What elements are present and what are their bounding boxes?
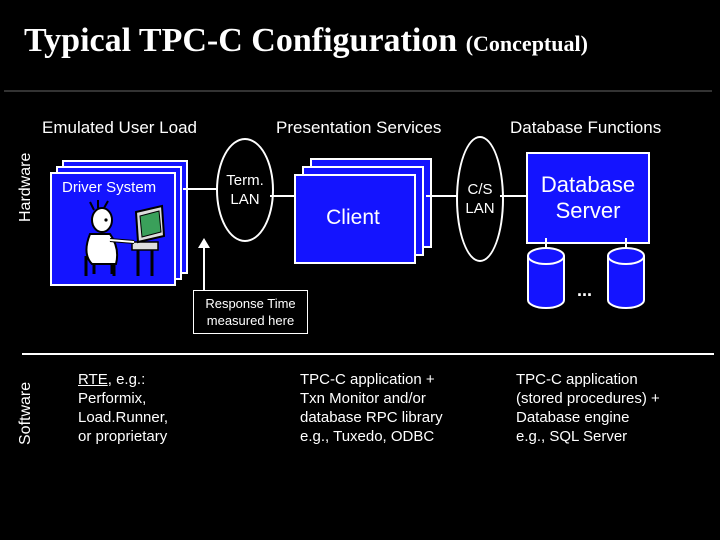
response-time-line1: Response Time	[205, 296, 296, 311]
disk-storage-icons	[527, 238, 645, 309]
header-database-functions: Database Functions	[510, 118, 662, 137]
term-lan-line2: LAN	[230, 191, 260, 208]
disk-cylinder-icon	[607, 247, 645, 309]
cs-lan-line2: LAN	[465, 200, 495, 217]
software-presentation-text: TPC-C application + Txn Monitor and/or d…	[300, 371, 443, 445]
software-rte-text: RTE, e.g.: Performix, Load.Runner, or pr…	[78, 371, 169, 445]
connector-driver-termlan	[183, 188, 216, 190]
title-sub: (Conceptual)	[465, 31, 588, 56]
connector-cslan-dbserver	[500, 195, 528, 197]
client-label: Client	[326, 206, 380, 229]
client-window-front	[294, 174, 416, 264]
title-main: Typical TPC-C Configuration	[24, 22, 458, 59]
side-label-software: Software	[17, 381, 34, 445]
slide-title: Typical TPC-C Configuration (Conceptual)	[24, 22, 588, 60]
side-label-hardware: Hardware	[17, 152, 34, 222]
up-arrow-icon	[198, 238, 210, 292]
term-lan-node: Term. LAN	[216, 138, 274, 242]
rte-link[interactable]: RTE	[78, 371, 108, 388]
disk-cylinder-icon	[527, 247, 565, 309]
cs-lan-node: C/S LAN	[456, 136, 504, 262]
connector-client-cslan	[426, 195, 460, 197]
hardware-software-divider	[22, 353, 714, 355]
connector-termlan-client	[270, 195, 296, 197]
ellipsis-more-disks: ...	[577, 280, 593, 300]
db-server-line2: Server	[555, 198, 621, 223]
database-server-box: Database Server	[526, 152, 650, 244]
header-presentation-services: Presentation Services	[276, 118, 442, 137]
software-database-text: TPC-C application (stored procedures) + …	[516, 371, 660, 445]
db-server-line1: Database	[540, 172, 636, 197]
response-time-box: Response Time measured here	[193, 290, 308, 334]
title-bar	[4, 6, 712, 92]
response-time-line2: measured here	[206, 313, 295, 328]
driver-system-label: Driver System	[62, 179, 157, 196]
header-emulated-user-load: Emulated User Load	[42, 118, 197, 137]
user-at-terminal-icon	[84, 200, 166, 276]
cs-lan-line1: C/S	[467, 181, 493, 198]
term-lan-line1: Term.	[226, 172, 264, 189]
